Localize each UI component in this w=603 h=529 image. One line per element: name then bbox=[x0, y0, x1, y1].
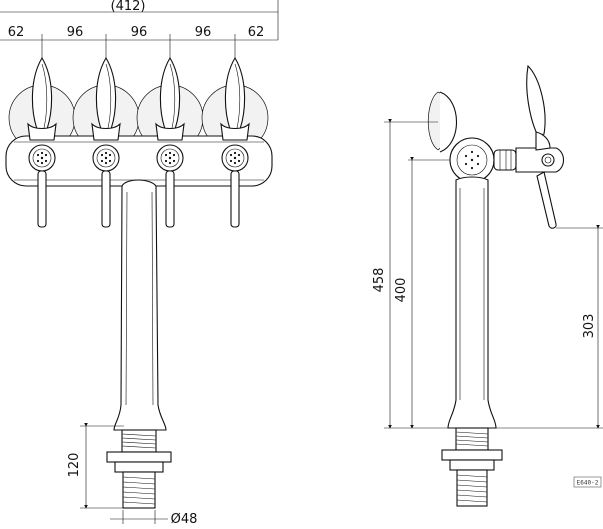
side-tap-spout bbox=[536, 171, 557, 229]
front-tap-2 bbox=[91, 56, 121, 228]
spacing-label-3: 96 bbox=[131, 25, 148, 40]
tower-column bbox=[113, 179, 167, 431]
front-tap-4 bbox=[220, 56, 250, 228]
spacing-label-2: 96 bbox=[67, 25, 84, 40]
total-height-label: 458 bbox=[372, 268, 387, 293]
drawing-code-box: E640-2 bbox=[573, 476, 602, 488]
front-tap-3 bbox=[155, 56, 185, 228]
threaded-base bbox=[106, 429, 172, 509]
side-column bbox=[447, 176, 497, 429]
base-height-label: 120 bbox=[67, 453, 82, 478]
spacing-label-4: 96 bbox=[195, 25, 212, 40]
side-tap-handle bbox=[526, 64, 546, 137]
drawing-code: E640-2 bbox=[577, 480, 599, 487]
tap-spout bbox=[37, 170, 47, 228]
side-tap-valve bbox=[515, 147, 565, 173]
tap-handle bbox=[31, 56, 53, 133]
column-height-label: 400 bbox=[394, 278, 409, 303]
spacing-label-5: 62 bbox=[248, 25, 265, 40]
front-tap-1 bbox=[27, 56, 57, 228]
front-view: (412) 62 96 96 96 62 bbox=[0, 0, 279, 527]
side-view: 458 400 303 bbox=[372, 64, 603, 507]
spacing-label-1: 62 bbox=[8, 25, 25, 40]
diameter-label: Ø48 bbox=[171, 512, 198, 527]
overall-width-label: (412) bbox=[111, 0, 146, 14]
tap-height-label: 303 bbox=[582, 314, 597, 339]
